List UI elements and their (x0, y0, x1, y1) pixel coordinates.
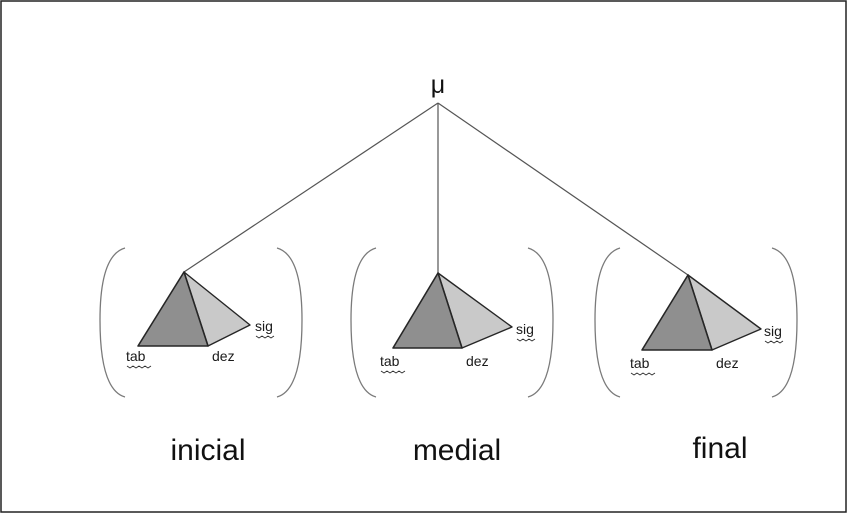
branch-final (437, 102, 689, 276)
left-bracket (350, 247, 377, 398)
right-bracket (527, 247, 554, 398)
pyramid-main-face (392, 272, 463, 349)
spell-underline (764, 340, 784, 344)
sig-label: sig (764, 323, 782, 339)
tab-label: tab (630, 355, 650, 371)
unit-inicial: tab dez sig inicial (99, 247, 303, 467)
dez-label: dez (716, 355, 739, 371)
unit-final: tab dez sig final (594, 247, 798, 465)
branch-inicial (183, 102, 439, 273)
spell-underline (630, 372, 656, 376)
right-bracket (276, 247, 303, 398)
pyramid-main-face (137, 271, 209, 347)
spell-underline (380, 370, 406, 374)
sig-label: sig (255, 318, 273, 334)
right-bracket (771, 247, 798, 398)
spell-underline (516, 338, 536, 342)
sig-label: sig (516, 321, 534, 337)
root-mu-label: μ (431, 71, 445, 99)
unit-medial: tab dez sig medial (350, 247, 554, 467)
tab-label: tab (380, 353, 400, 369)
tab-label: tab (126, 348, 146, 364)
position-label-medial: medial (413, 434, 501, 467)
dez-label: dez (466, 353, 489, 369)
spell-underline (255, 335, 275, 339)
dez-label: dez (212, 348, 235, 364)
pyramid-main-face (641, 274, 713, 351)
spell-underline (126, 365, 152, 369)
position-label-inicial: inicial (170, 434, 245, 467)
position-label-final: final (692, 432, 747, 465)
left-bracket (99, 247, 126, 398)
left-bracket (594, 247, 621, 398)
